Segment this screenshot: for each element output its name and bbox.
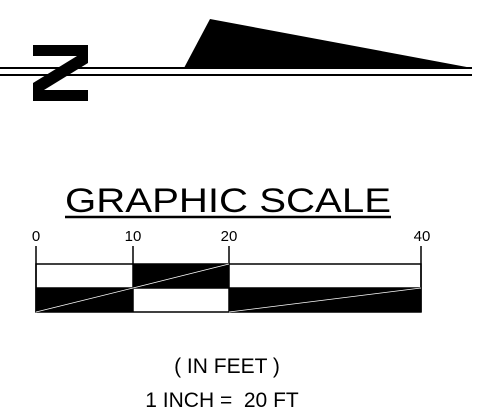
tick-label-0: 0 xyxy=(32,228,40,245)
north-arrow-head xyxy=(184,19,472,68)
ratio-note: 1 INCH = 20 FT xyxy=(145,389,299,412)
north-arrow-icon xyxy=(0,19,472,101)
tick-label-20: 20 xyxy=(221,228,238,245)
scale-title: GRAPHIC SCALE xyxy=(65,182,391,220)
north-letter-glyph xyxy=(33,45,88,101)
scale-bar xyxy=(35,246,422,313)
tick-label-10: 10 xyxy=(125,228,142,245)
tick-label-40: 40 xyxy=(414,228,431,245)
units-note: ( IN FEET ) xyxy=(174,355,280,378)
